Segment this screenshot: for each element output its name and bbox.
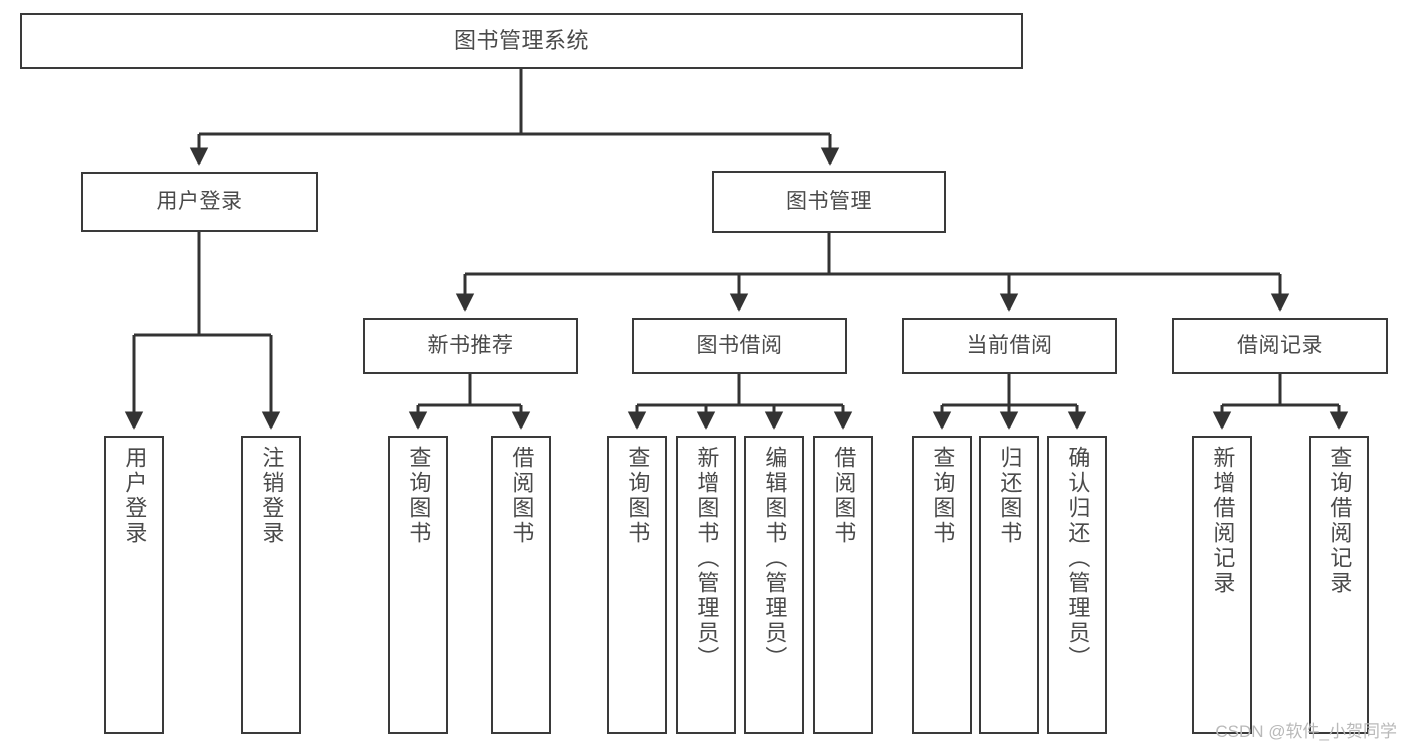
- node-label: 注销登录: [259, 446, 285, 546]
- node-leaf-borrow-book-1[interactable]: 借阅图书: [491, 436, 551, 734]
- node-borrow-record[interactable]: 借阅记录: [1172, 318, 1388, 374]
- node-leaf-borrow-book-2[interactable]: 借阅图书: [813, 436, 873, 734]
- node-leaf-return-book[interactable]: 归还图书: [979, 436, 1039, 734]
- node-label: 用户登录: [122, 446, 148, 546]
- node-leaf-query-book-1[interactable]: 查询图书: [388, 436, 448, 734]
- node-leaf-add-book-admin[interactable]: 新增图书（管理员）: [676, 436, 736, 734]
- node-label: 图书借阅: [696, 334, 783, 358]
- node-leaf-query-borrow-record[interactable]: 查询借阅记录: [1309, 436, 1369, 734]
- node-label: 用户登录: [156, 190, 243, 214]
- node-label: 查询借阅记录: [1327, 446, 1353, 596]
- node-label: 查询图书: [406, 446, 432, 546]
- node-label: 归还图书: [997, 446, 1023, 546]
- node-leaf-logout[interactable]: 注销登录: [241, 436, 301, 734]
- node-leaf-user-login[interactable]: 用户登录: [104, 436, 164, 734]
- node-leaf-add-borrow-record[interactable]: 新增借阅记录: [1192, 436, 1252, 734]
- node-leaf-confirm-return-admin[interactable]: 确认归还（管理员）: [1047, 436, 1107, 734]
- node-label: 借阅记录: [1237, 334, 1323, 358]
- node-current-borrow[interactable]: 当前借阅: [902, 318, 1117, 374]
- node-user-login[interactable]: 用户登录: [81, 172, 318, 232]
- node-new-book-recommend[interactable]: 新书推荐: [363, 318, 578, 374]
- node-leaf-query-book-3[interactable]: 查询图书: [912, 436, 972, 734]
- watermark: CSDN @软件_小贺同学: [1215, 722, 1397, 741]
- node-label: 查询图书: [930, 446, 956, 546]
- node-label: 当前借阅: [966, 334, 1053, 358]
- node-label: 图书管理系统: [453, 27, 589, 53]
- node-label: 新增图书（管理员）: [694, 446, 720, 671]
- node-book-manage[interactable]: 图书管理: [712, 171, 946, 233]
- node-leaf-edit-book-admin[interactable]: 编辑图书（管理员）: [744, 436, 804, 734]
- node-root-system[interactable]: 图书管理系统: [20, 13, 1023, 69]
- node-label: 查询图书: [625, 446, 651, 546]
- node-label: 新增借阅记录: [1210, 446, 1236, 596]
- node-label: 借阅图书: [509, 446, 535, 546]
- node-book-borrow[interactable]: 图书借阅: [632, 318, 847, 374]
- node-label: 图书管理: [786, 190, 872, 214]
- node-label: 新书推荐: [427, 334, 514, 358]
- node-label: 借阅图书: [831, 446, 857, 546]
- node-leaf-query-book-2[interactable]: 查询图书: [607, 436, 667, 734]
- node-label: 确认归还（管理员）: [1065, 446, 1091, 671]
- node-label: 编辑图书（管理员）: [762, 446, 788, 671]
